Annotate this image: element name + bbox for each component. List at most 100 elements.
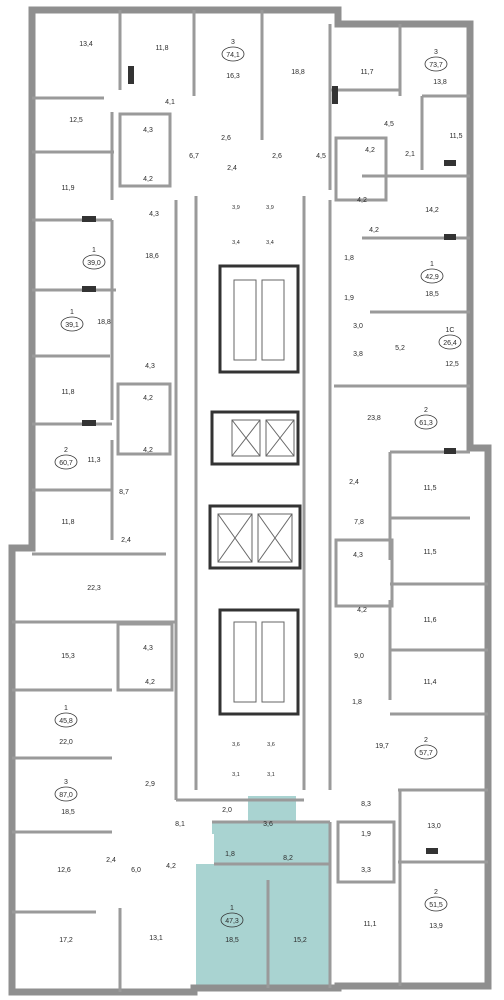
apartment-marker: 1С 26,4	[438, 327, 462, 350]
room-area: 4,2	[365, 147, 375, 154]
room-area: 2,4	[106, 857, 116, 864]
room-area: 13,0	[427, 823, 441, 830]
room-area: 4,2	[357, 607, 367, 614]
room-area: 3,9	[232, 205, 240, 211]
svg-text:3: 3	[434, 49, 438, 56]
apartment-marker: 373,7	[424, 49, 448, 72]
room-area: 4,1	[165, 99, 175, 106]
room-area: 18,6	[145, 253, 159, 260]
room-area: 11,8	[61, 519, 74, 526]
room-area: 3,8	[353, 351, 363, 358]
selected-apartment[interactable]	[196, 796, 330, 988]
room-area: 18,5	[425, 291, 439, 298]
apartment-marker: 257,7	[414, 737, 438, 760]
room-area: 2,6	[221, 135, 231, 142]
room-area: 18,8	[97, 319, 111, 326]
room-area: 2,4	[349, 479, 359, 486]
svg-text:1: 1	[92, 247, 96, 254]
room-area: 5,2	[395, 345, 405, 352]
apartment-marker: 251,5	[424, 889, 448, 912]
svg-text:2: 2	[434, 889, 438, 896]
room-area: 1,9	[361, 831, 371, 838]
room-area: 6,7	[189, 153, 199, 160]
apartment-marker-selected[interactable]: 147,3	[220, 905, 244, 928]
svg-text:2: 2	[64, 447, 68, 454]
svg-text:2: 2	[424, 407, 428, 414]
room-area: 4,2	[166, 863, 176, 870]
svg-text:42,9: 42,9	[425, 274, 439, 281]
room-area: 3,6	[232, 742, 240, 748]
room-area: 2,4	[121, 537, 131, 544]
room-area: 2,4	[227, 165, 237, 172]
svg-text:3: 3	[64, 779, 68, 786]
room-area: 8,2	[283, 855, 293, 862]
room-labels: 13,4 11,8 16,3 18,8 11,7 13,8 4,1 12,5 4…	[57, 41, 462, 944]
apartment-marker: 261,3	[414, 407, 438, 430]
room-area: 2,0	[222, 807, 232, 814]
room-area: 4,3	[143, 645, 153, 652]
room-area: 3,0	[353, 323, 363, 330]
room-area: 1,9	[344, 295, 354, 302]
svg-text:60,7: 60,7	[59, 460, 73, 467]
room-area: 11,7	[360, 69, 373, 76]
room-area: 13,9	[429, 923, 443, 930]
apartment-marker: 139,0	[82, 247, 106, 270]
room-area: 4,3	[353, 552, 363, 559]
room-area: 11,5	[449, 133, 462, 140]
room-area: 1,8	[344, 255, 354, 262]
room-area: 11,5	[423, 485, 436, 492]
room-area: 4,5	[316, 153, 326, 160]
room-area: 4,3	[149, 211, 159, 218]
svg-text:51,5: 51,5	[429, 902, 443, 909]
room-area: 11,8	[155, 45, 168, 52]
building-core	[208, 264, 302, 716]
interior-walls	[12, 10, 488, 992]
room-area: 8,1	[175, 821, 185, 828]
room-area: 8,7	[119, 489, 129, 496]
svg-text:1: 1	[70, 309, 74, 316]
room-area: 14,2	[425, 207, 439, 214]
room-area: 13,4	[79, 41, 93, 48]
room-area: 3,6	[267, 742, 275, 748]
room-area: 4,3	[145, 363, 155, 370]
room-area: 11,8	[61, 389, 74, 396]
svg-text:26,4: 26,4	[443, 340, 457, 347]
room-area: 2,1	[405, 151, 415, 158]
stair-details	[217, 279, 295, 703]
apartment-marker: 387,0	[54, 779, 78, 802]
room-area: 11,9	[61, 185, 74, 192]
room-area: 11,1	[363, 921, 376, 928]
svg-text:1С: 1С	[446, 327, 455, 334]
svg-text:47,3: 47,3	[225, 918, 239, 925]
room-area: 17,2	[59, 937, 73, 944]
room-area: 11,4	[423, 679, 436, 686]
svg-text:1: 1	[64, 705, 68, 712]
room-area: 3,4	[266, 240, 274, 246]
room-area: 4,3	[143, 127, 153, 134]
room-area: 1,8	[352, 699, 362, 706]
svg-text:1: 1	[230, 905, 234, 912]
room-area: 4,2	[143, 395, 153, 402]
room-area: 18,5	[61, 809, 75, 816]
svg-text:1: 1	[430, 261, 434, 268]
room-area: 4,2	[143, 447, 153, 454]
room-area: 19,7	[375, 743, 389, 750]
apartment-marker: 139,1	[60, 309, 84, 332]
room-area: 18,5	[225, 937, 239, 944]
apartment-marker: 142,9	[420, 261, 444, 284]
room-area: 4,2	[357, 197, 367, 204]
room-area: 6,0	[131, 867, 141, 874]
room-area: 15,2	[293, 937, 307, 944]
room-area: 11,3	[87, 457, 100, 464]
room-area: 3,4	[232, 240, 240, 246]
apartment-marker: 260,7	[54, 447, 78, 470]
room-area: 12,5	[445, 361, 459, 368]
room-area: 16,3	[226, 73, 240, 80]
room-area: 13,1	[149, 935, 163, 942]
apartment-marker: 374,1	[221, 39, 245, 62]
apartment-marker: 145,8	[54, 705, 78, 728]
room-area: 11,6	[423, 617, 436, 624]
room-area: 12,6	[57, 867, 71, 874]
